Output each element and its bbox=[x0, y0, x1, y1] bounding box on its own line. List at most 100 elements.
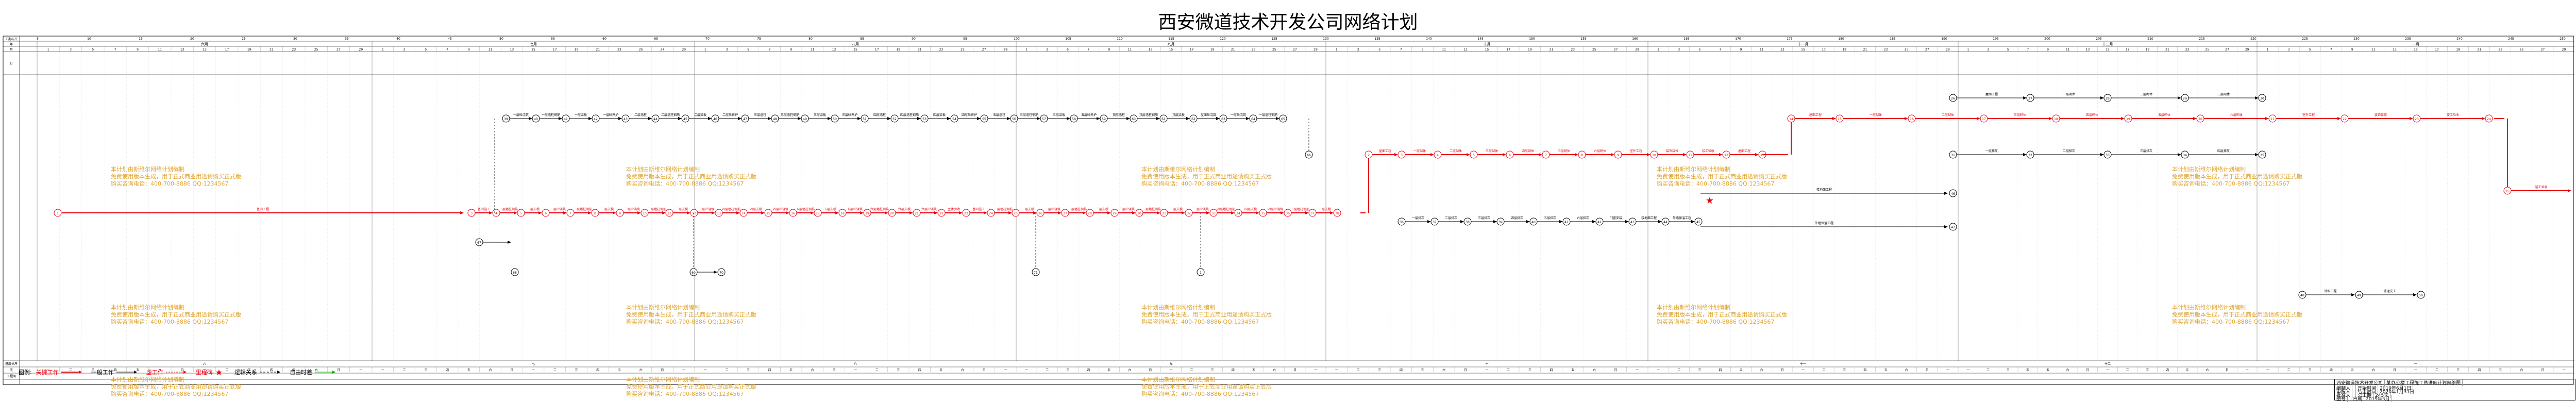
arrow-head bbox=[1157, 211, 1160, 214]
node-number: 57 bbox=[1042, 118, 1046, 121]
weekday-label: 三 bbox=[2456, 368, 2460, 372]
scale-label: 250 bbox=[2560, 37, 2566, 41]
arrow-head bbox=[1611, 153, 1614, 156]
activity-label: 二层砼浇筑 bbox=[1119, 207, 1135, 211]
day-label: 21 bbox=[918, 48, 922, 52]
weekday-label: 六 bbox=[639, 368, 643, 372]
activity-label: 外墙保温工程 bbox=[1815, 221, 1833, 225]
node-number: 62 bbox=[1191, 118, 1196, 121]
arrow-head bbox=[1156, 117, 1160, 120]
arrow-head bbox=[1281, 211, 1284, 214]
node-number: 43 bbox=[1630, 221, 1635, 224]
arrow-head bbox=[1186, 117, 1190, 120]
scale-label: 95 bbox=[963, 37, 967, 41]
scale-label: 115 bbox=[1168, 37, 1174, 41]
arrow-head bbox=[887, 117, 891, 120]
day-label: 1 bbox=[1336, 48, 1338, 52]
weekday-label: 五 bbox=[467, 368, 470, 372]
arrow-head bbox=[1097, 117, 1100, 120]
day-label: 17 bbox=[1506, 48, 1510, 52]
node-number: 15 bbox=[766, 212, 770, 215]
arrow-head bbox=[538, 211, 542, 214]
weekday-label: 日 bbox=[1781, 368, 1784, 372]
day-label: 13 bbox=[2393, 48, 2397, 52]
weekday-label: 一 bbox=[1025, 368, 1028, 372]
day-label: 9 bbox=[1740, 48, 1742, 52]
row-label-progress: 进度标尺 bbox=[5, 362, 18, 366]
node-number: 10 bbox=[643, 212, 647, 215]
node-number: 21 bbox=[915, 212, 919, 215]
activity-label: 室外工程 bbox=[1630, 149, 1642, 153]
activity-label: 五层砼浇筑 bbox=[847, 207, 863, 211]
activity-label: 五层墙柱钢筋 bbox=[1291, 207, 1309, 211]
arrow-head bbox=[1460, 220, 1464, 223]
day-label: 17 bbox=[2126, 48, 2130, 52]
arrow-head bbox=[2482, 117, 2485, 120]
scale-label: 235 bbox=[2405, 37, 2411, 41]
node-circle bbox=[1694, 217, 1703, 226]
activity-label: 三层支模 bbox=[1170, 207, 1183, 211]
scale-label: 230 bbox=[2353, 37, 2360, 41]
day-label: 21 bbox=[270, 48, 274, 52]
title-block-cell: 开始时间 bbox=[2356, 384, 2379, 391]
watermark-text: 本计划由斯维尔网络计划编制免费使用版本生成，用于正式商业用途请购买正式版购买咨询… bbox=[111, 376, 241, 397]
weekday-label: 日 bbox=[832, 368, 835, 372]
arrow-head bbox=[1305, 211, 1309, 214]
arrow-head bbox=[559, 117, 562, 120]
weekday-label: 一 bbox=[682, 368, 685, 372]
weekday-label: 一 bbox=[1485, 368, 1488, 372]
arrow-head bbox=[1755, 153, 1759, 156]
day-label: 17 bbox=[1190, 48, 1194, 52]
node-number: 11 bbox=[667, 212, 671, 215]
day-label: 21 bbox=[1863, 48, 1867, 52]
activity-label: 一层墙柱钢筋 bbox=[542, 113, 560, 117]
weekday-label: 五 bbox=[136, 368, 139, 372]
weekday-label: 日 bbox=[510, 368, 513, 372]
arrow-head bbox=[2255, 96, 2259, 99]
scale-label: 35 bbox=[345, 37, 349, 41]
weekday-label: 一 bbox=[1801, 368, 1805, 372]
weekday-label: 日 bbox=[181, 368, 184, 372]
weekday-label: 四 bbox=[2478, 368, 2481, 372]
day-label: 27 bbox=[336, 48, 341, 52]
weekday-label: 三 bbox=[897, 368, 900, 372]
day-label: 27 bbox=[2225, 48, 2229, 52]
node-number: 19 bbox=[2126, 118, 2130, 121]
weekday-label: 二 bbox=[403, 368, 406, 372]
day-label: 21 bbox=[1550, 48, 1554, 52]
arrow-head bbox=[857, 117, 861, 120]
month-label: 一月 bbox=[2412, 42, 2419, 46]
weekday-label: 三 bbox=[747, 368, 750, 372]
activity-label: 一层砼浇筑 bbox=[1231, 113, 1246, 117]
node-number: 59 bbox=[1102, 118, 1106, 121]
node-number: 38 bbox=[1466, 221, 1470, 224]
node-number: 15 bbox=[1838, 118, 1842, 121]
activity-label: 涂料工程 bbox=[2324, 289, 2336, 293]
weekday-label: 一 bbox=[1335, 368, 1338, 372]
activity-label: 顶层墙柱 bbox=[1113, 113, 1125, 117]
activity-label: 三层墙柱钢筋 bbox=[781, 113, 799, 117]
day-label: 3 bbox=[2288, 48, 2290, 52]
arrow-head bbox=[1905, 117, 1908, 120]
day-label: 15 bbox=[1485, 48, 1489, 52]
weekday-label: 一 bbox=[704, 368, 707, 372]
activity-label: 三层砌体 bbox=[2217, 92, 2230, 96]
arrow-head bbox=[947, 117, 951, 120]
node-number: 1 bbox=[57, 212, 59, 215]
weekday-label: 五 bbox=[1107, 368, 1110, 372]
arrow-head bbox=[1216, 117, 1220, 120]
day-label: 19 bbox=[1210, 48, 1215, 52]
day-label: 5 bbox=[92, 48, 94, 52]
month-label: 十一月 bbox=[1798, 42, 1809, 46]
watermark-text: 本计划由斯维尔网络计划编制免费使用版本生成，用于正式商业用途请购买正式版购买咨询… bbox=[626, 376, 756, 397]
node-number: 64 bbox=[1251, 118, 1255, 121]
activity-label: 六层砼浇筑 bbox=[921, 207, 937, 211]
row-label-scale: 工期标尺 bbox=[5, 37, 18, 41]
day-label: 7 bbox=[114, 48, 116, 52]
node-number: 49 bbox=[803, 118, 807, 121]
day-label: 9 bbox=[1108, 48, 1110, 52]
activity-label: 四层墙柱钢筋 bbox=[900, 113, 919, 117]
node-circle bbox=[1279, 114, 1287, 123]
activity-label: 一层支模 bbox=[1022, 207, 1034, 211]
